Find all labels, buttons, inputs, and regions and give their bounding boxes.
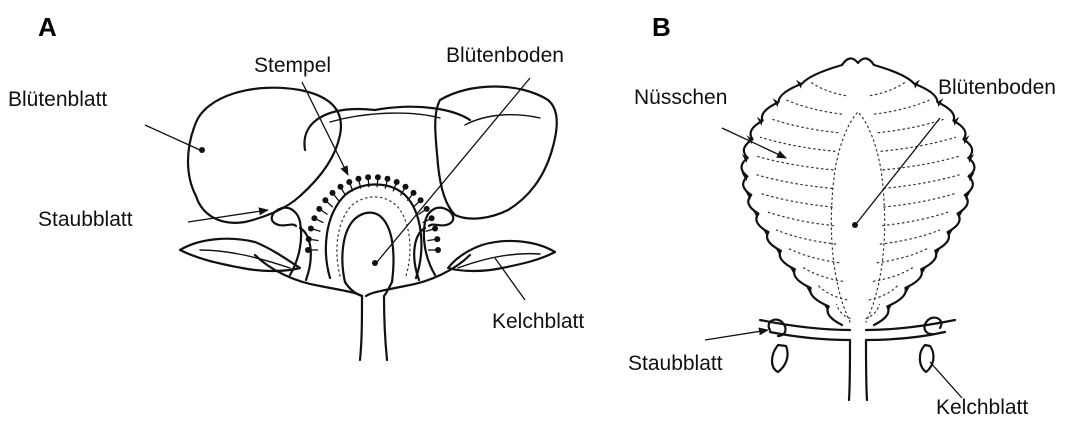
berry-stem — [849, 340, 867, 400]
stigma-tip — [356, 176, 362, 182]
vascular-ray — [884, 174, 961, 188]
vascular-ray — [884, 193, 957, 207]
vascular-ray — [766, 212, 833, 226]
label-achene-b: Nüsschen — [634, 86, 727, 110]
vascular-ray — [776, 230, 835, 244]
label-receptacle-a: Blütenboden — [446, 44, 564, 68]
vascular-ray — [819, 286, 847, 300]
vascular-ray — [877, 249, 927, 263]
label-sepal-a: Kelchblatt — [492, 310, 584, 334]
vascular-ray — [755, 174, 832, 188]
right-petal — [435, 87, 557, 219]
leader-achene — [722, 128, 786, 158]
label-stamen-b: Staubblatt — [628, 352, 723, 376]
receptacle-base — [255, 255, 470, 296]
fibrovascular-rays — [755, 82, 960, 319]
receptacle-core — [831, 112, 884, 322]
label-sepal-b: Kelchblatt — [936, 396, 1028, 420]
leader-receptacle — [377, 78, 530, 262]
vascular-ray — [869, 286, 897, 300]
vascular-ray — [883, 212, 950, 226]
vascular-ray — [880, 230, 939, 244]
left-petal — [188, 88, 341, 223]
panel-label-a: A — [38, 12, 57, 43]
stigma-tip — [365, 174, 371, 180]
left-base-sepal — [772, 345, 788, 372]
stigma-tip — [424, 206, 430, 212]
stigma-tip — [346, 179, 352, 185]
vascular-ray — [761, 137, 836, 151]
label-petal-a: Blütenblatt — [8, 88, 107, 112]
vascular-ray — [759, 193, 832, 207]
vascular-ray — [883, 156, 960, 170]
stigma-tip — [434, 236, 440, 242]
achene-spike — [796, 80, 802, 89]
leader-sepal-b — [930, 362, 962, 398]
vascular-ray — [875, 100, 930, 114]
achene-spike — [887, 302, 893, 311]
vascular-ray — [810, 82, 846, 96]
stigma-tip — [394, 179, 400, 185]
leader-receptacle-b — [856, 118, 940, 224]
stigma-tip — [308, 226, 314, 232]
achene-spike — [823, 302, 829, 311]
achene-spike — [914, 80, 920, 89]
leader-stamen-b — [705, 330, 768, 340]
stigma-tip — [330, 190, 336, 196]
back-petal-inner — [330, 113, 440, 122]
stigma-tip — [322, 197, 328, 203]
stigma-tip — [432, 226, 438, 232]
stigma-tip — [385, 176, 391, 182]
vascular-ray — [787, 100, 842, 114]
receptacle-cone — [342, 213, 393, 282]
calyx-ring-lower — [770, 332, 945, 340]
vascular-ray — [756, 156, 833, 170]
label-pistil-a: Stempel — [254, 54, 331, 78]
stigma-tip — [338, 184, 344, 190]
flower-stem — [360, 296, 387, 360]
right-petal-fold — [465, 115, 540, 125]
stigma-tip — [411, 190, 417, 196]
stigma-tip — [403, 184, 409, 190]
stigma-tip — [375, 174, 381, 180]
vascular-ray — [789, 249, 839, 263]
achene-scallops — [741, 80, 974, 312]
label-stamen-a: Staubblatt — [38, 208, 133, 232]
strawberry-fruit-b — [741, 58, 974, 400]
vascular-ray — [866, 304, 879, 318]
stigma-tip — [429, 215, 435, 221]
stigma-tip — [435, 247, 441, 253]
stigma-tip — [305, 247, 311, 253]
vascular-ray — [771, 119, 838, 133]
label-receptacle-b: Blütenboden — [938, 76, 1056, 100]
panel-label-b: B — [652, 12, 671, 43]
stigma-tip — [316, 206, 322, 212]
vascular-ray — [881, 137, 956, 151]
stigma-tip — [306, 236, 312, 242]
vascular-ray — [878, 119, 945, 133]
right-base-sepal — [920, 345, 934, 372]
vascular-ray — [870, 82, 906, 96]
stigma-tip — [311, 215, 317, 221]
stigma-tip — [418, 197, 424, 203]
